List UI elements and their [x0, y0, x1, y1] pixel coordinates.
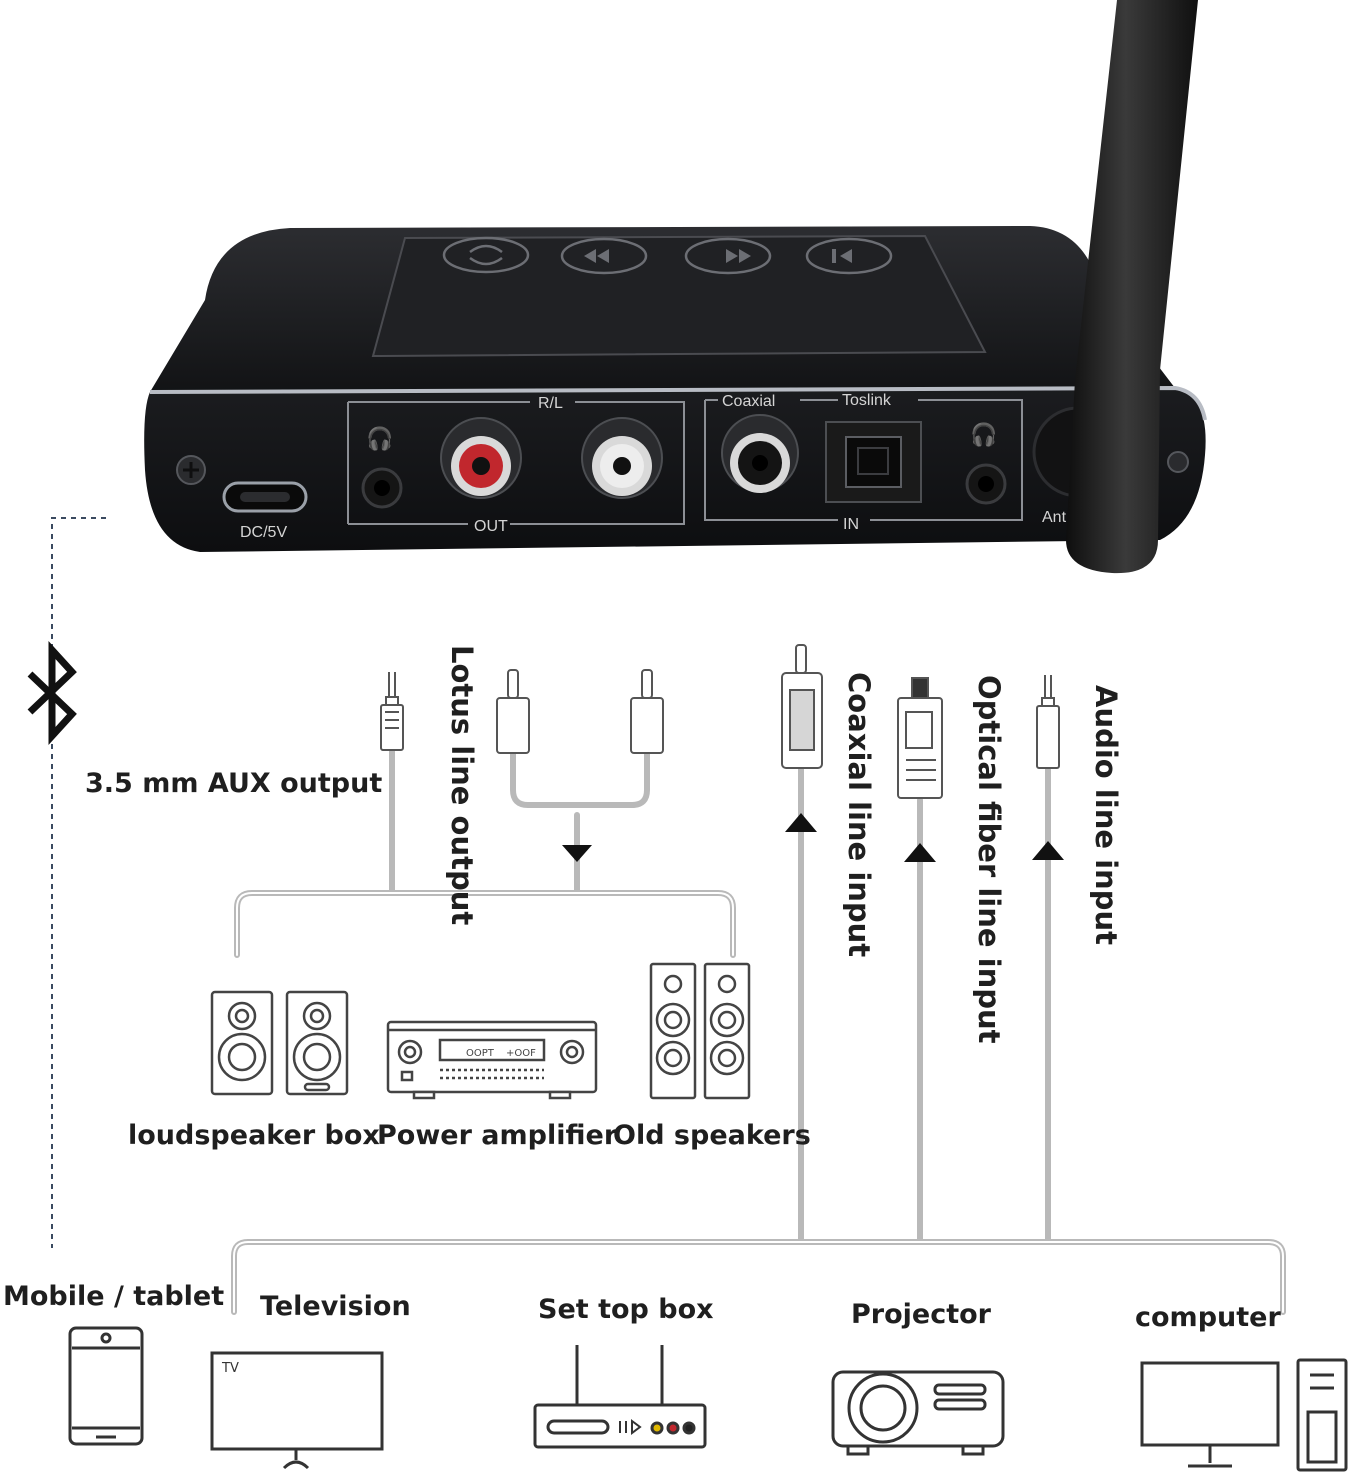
computer-icon: [1140, 1358, 1348, 1472]
screw-icon: [1167, 451, 1189, 473]
touch-panel: [371, 234, 987, 358]
tower-speakers-icon: [649, 962, 751, 1100]
arrow-up-icon: [1032, 841, 1064, 860]
audio-plug-icon: [1036, 675, 1060, 769]
coaxial-plug-icon: [781, 644, 823, 769]
arrow-up-icon: [904, 843, 936, 862]
arrows: [562, 813, 1064, 862]
rewind-icon: [584, 249, 609, 263]
antenna: [1066, 0, 1198, 574]
television-icon: [210, 1351, 384, 1470]
power-amplifier-label: Power amplifier: [377, 1120, 618, 1151]
previous-button[interactable]: [560, 237, 648, 275]
fast-forward-icon: [726, 249, 751, 263]
amp-display-right: +OOF: [506, 1048, 536, 1059]
headphone-out-icon: 🎧: [366, 426, 393, 452]
set-top-box-label: Set top box: [538, 1294, 714, 1325]
rca-plug-icon: [496, 669, 664, 754]
tablet-icon: [68, 1326, 144, 1446]
out-group-frame: [347, 401, 685, 525]
rl-label: R/L: [538, 395, 563, 412]
loudspeaker-box-label: loudspeaker box: [128, 1120, 380, 1151]
tv-screen-text: TV: [221, 1361, 239, 1376]
mode-icon: [469, 244, 503, 266]
receiver-device: DC/5V R/L OUT 🎧 Coaxial Toslink IN: [144, 0, 1207, 574]
coaxial-input-label: Coaxial line input: [842, 672, 876, 958]
lotus-output-label: Lotus line output: [445, 645, 479, 926]
amp-display-left: OOPT: [466, 1048, 495, 1059]
projector-label: Projector: [851, 1299, 991, 1330]
bookshelf-speakers-icon: [210, 990, 349, 1096]
optical-plug-icon: [897, 677, 943, 799]
out-label: OUT: [474, 518, 508, 535]
aux-plug-icon: [380, 672, 404, 751]
mode-button[interactable]: [442, 236, 530, 274]
arrow-up-icon: [785, 813, 817, 832]
antenna-label: Ant: [1042, 509, 1067, 526]
headphone-in-icon: 🎧: [970, 422, 997, 448]
next-button[interactable]: [684, 237, 772, 275]
play-pause-button[interactable]: [805, 237, 893, 275]
old-speakers-label: Old speakers: [613, 1120, 811, 1151]
bluetooth-icon: [27, 640, 77, 746]
arrow-down-icon: [562, 845, 592, 862]
television-label: Television: [260, 1291, 411, 1322]
bluetooth-link-line: [51, 517, 106, 1248]
in-label: IN: [843, 516, 859, 533]
computer-label: computer: [1135, 1302, 1281, 1333]
amplifier-icon: [386, 1020, 598, 1100]
toslink-port-label: Toslink: [842, 392, 892, 409]
aux-output-label: 3.5 mm AUX output: [85, 768, 383, 799]
dc-label: DC/5V: [240, 524, 287, 541]
mobile-tablet-label: Mobile / tablet: [3, 1281, 225, 1312]
projector-icon: [831, 1370, 1005, 1456]
set-top-box-icon: [533, 1345, 707, 1449]
coaxial-port-label: Coaxial: [722, 393, 775, 410]
audio-input-label: Audio line input: [1089, 685, 1123, 945]
play-pause-icon: [832, 249, 852, 263]
optical-input-label: Optical fiber line input: [972, 675, 1006, 1044]
in-group-frame: [704, 399, 1023, 521]
